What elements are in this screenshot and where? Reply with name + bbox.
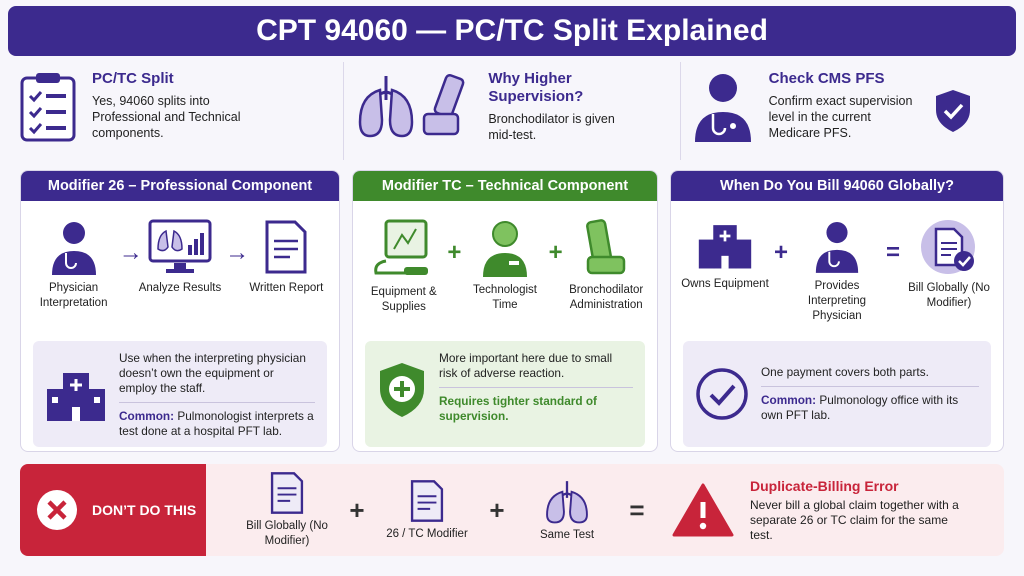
plus-icon: + [447,239,462,266]
summary-check-cms: Check CMS PFS Confirm exact supervision … [679,62,1016,160]
duplicate-flow: Bill Globally (No Modifier) + 26 / TC Mo… [242,471,648,549]
summary-row: PC/TC Split Yes, 94060 splits into Profe… [8,62,1016,160]
hospital-icon [47,373,105,421]
document-check-icon [921,220,975,274]
common-label: Common: [761,393,817,407]
flow-step: Analyze Results [136,219,224,296]
step-label: Provides Interpreting Physician [807,280,867,322]
summary-pctc-split: PC/TC Split Yes, 94060 splits into Profe… [8,62,343,160]
hospital-icon [698,225,752,269]
flow-steps: Owns Equipment + Provides Interpreting P… [671,201,1003,341]
summary-heading: Why Higher Supervision? [488,70,584,105]
flow-step: Bronchodilator Administration [563,219,649,313]
supervision-text: Requires tighter standard of supervision… [439,394,597,423]
step-label: Technologist Time [473,284,537,311]
flow-step: Equipment & Supplies [361,219,447,315]
lungs-inhaler-icon [354,70,474,147]
flow-step: Technologist Time [462,219,548,313]
plus-icon: + [489,494,505,525]
flow-step: Bill Globally (No Modifier) [905,219,993,311]
x-circle-icon [37,490,77,530]
plus-icon: + [548,239,563,266]
step-label: Equipment & Supplies [370,286,437,313]
flow-step: Bill Globally (No Modifier) [242,471,332,549]
plus-icon: + [773,239,788,266]
panel-heading: Modifier TC – Technical Component [353,171,657,201]
step-label: Bill Globally (No Modifier) [908,282,990,309]
arrow-right-icon: → [225,239,250,266]
note-text: Use when the interpreting physician does… [119,351,306,395]
flow-step: Owns Equipment [681,219,769,292]
physician-icon [691,70,755,149]
step-label: Bronchodilator Administration [569,284,644,311]
step-label: Written Report [249,282,324,294]
shield-check-icon [933,88,973,139]
shield-cross-icon [380,363,424,417]
equals-icon: = [885,239,900,266]
summary-heading: PC/TC Split [92,70,174,87]
spirometer-icon [374,219,428,275]
physician-icon [51,222,96,275]
clipboard-checklist-icon [18,70,78,147]
summary-text: Yes, 94060 splits into Professional and … [92,94,241,140]
warning-triangle-icon [672,483,734,537]
step-label: Analyze Results [138,282,222,294]
error-text: Never bill a global claim together with … [750,497,959,542]
panel-note: Use when the interpreting physician does… [33,341,327,447]
document-icon [265,220,307,274]
panel-note: More important here due to small risk of… [365,341,645,447]
panel-modifier-26: Modifier 26 – Professional Component Phy… [20,170,340,452]
document-icon [270,472,304,514]
plus-icon: + [349,494,365,525]
technologist-icon [483,221,527,277]
step-label: Same Test [539,528,595,541]
flow-steps: Physician Interpretation → Analyze Resul… [21,201,339,341]
equals-icon: = [629,494,645,525]
note-text: One payment covers both parts. [761,365,929,379]
common-text: Pulmonology office with its own PFT lab. [761,393,959,422]
summary-why-supervision: Why Higher Supervision? Bronchodilator i… [343,62,679,160]
step-label: Bill Globally (No Modifier) [246,520,328,547]
warning-banner: DON’T DO THIS Bill Globally (No Modifier… [20,464,1004,556]
panel-heading: When Do You Bill 94060 Globally? [671,171,1003,201]
page-title: CPT 94060 — PC/TC Split Explained [8,6,1016,56]
dont-label: DON’T DO THIS [92,502,197,518]
check-circle-icon [696,368,748,420]
error-title: Duplicate-Billing Error [750,477,899,494]
panel-heading: Modifier 26 – Professional Component [21,171,339,201]
step-label: Physician Interpretation [39,282,108,309]
flow-step: 26 / TC Modifier [382,479,472,542]
summary-heading: Check CMS PFS [768,70,885,87]
duplicate-billing-error: Duplicate-Billing Error Never bill a glo… [672,478,960,543]
lungs-icon [546,480,588,523]
flow-step: Written Report [242,219,330,296]
flow-step: Provides Interpreting Physician [793,219,881,324]
panel-note: One payment covers both parts. Common: P… [683,341,991,447]
note-text: More important here due to small risk of… [439,351,613,380]
panel-modifier-tc: Modifier TC – Technical Component Equipm… [352,170,658,452]
flow-steps: Equipment & Supplies + Technologist Time… [353,201,657,341]
inhaler-icon [586,219,626,275]
dont-do-this-badge: DON’T DO THIS [20,464,206,556]
summary-text: Confirm exact supervision level in the c… [768,94,913,140]
panel-bill-globally: When Do You Bill 94060 Globally? Owns Eq… [670,170,1004,452]
flow-step: Physician Interpretation [30,219,118,311]
summary-text: Bronchodilator is given mid-test. [488,112,615,142]
monitor-lungs-icon [148,219,212,273]
flow-step: Same Test [522,478,612,543]
physician-icon [815,221,859,273]
common-text: Pulmonologist interprets a test done at … [119,409,314,438]
common-label: Common: [119,409,175,423]
document-icon [410,479,444,522]
arrow-right-icon: → [118,239,143,266]
step-label: Owns Equipment [681,278,769,290]
step-label: 26 / TC Modifier [386,527,468,540]
